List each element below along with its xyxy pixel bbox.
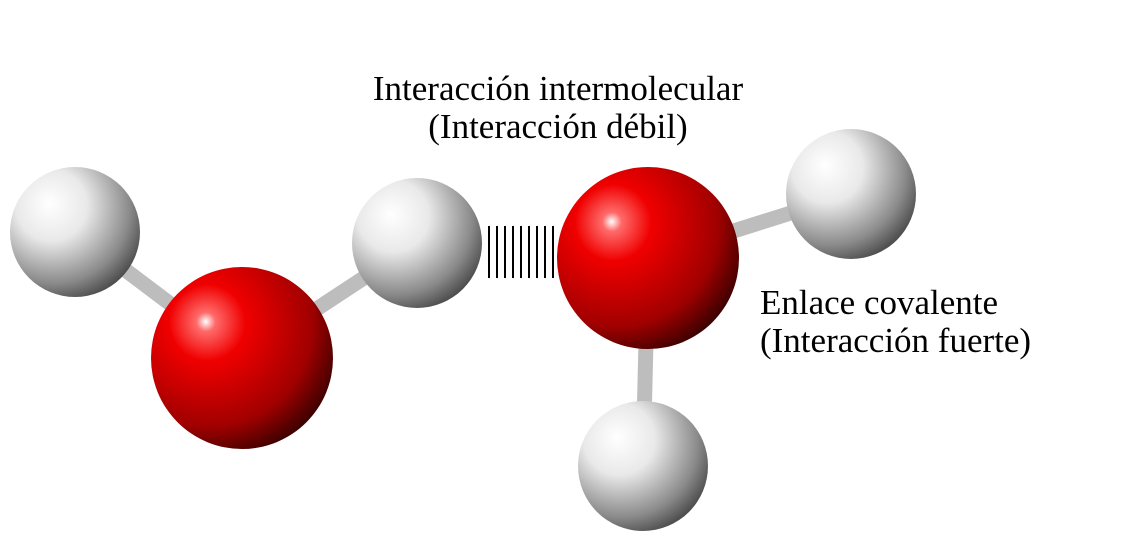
hydrogen-atom [786, 129, 916, 259]
intermolecular-label-line1: Interacción intermolecular [372, 69, 744, 108]
intermolecular-interaction-label: Interacción intermolecular (Interacción … [358, 70, 758, 146]
covalent-bond-label: Enlace covalente (Interacción fuerte) [760, 284, 1031, 360]
water-molecule-left [10, 167, 482, 449]
water-molecule-right [557, 129, 916, 531]
covalent-label-line2: (Interacción fuerte) [760, 321, 1032, 360]
oxygen-atom [557, 167, 739, 349]
hydrogen-atom [10, 167, 140, 297]
hydrogen-atom [352, 178, 482, 308]
hydrogen-bond-lines [488, 226, 554, 278]
covalent-label-line1: Enlace covalente [760, 283, 999, 322]
intermolecular-label-line2: (Interacción débil) [428, 107, 688, 146]
hydrogen-atom [578, 401, 708, 531]
oxygen-atom [151, 267, 333, 449]
